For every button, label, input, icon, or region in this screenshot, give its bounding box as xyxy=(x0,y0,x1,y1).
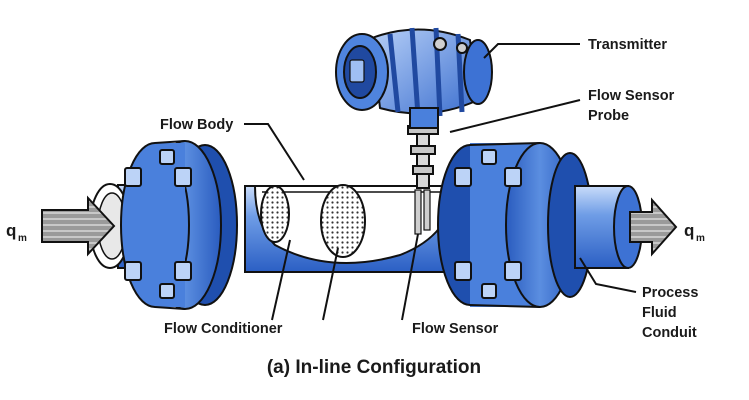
label-outlet-q-sub: m xyxy=(696,233,705,244)
leader-lines xyxy=(244,43,637,321)
label-transmitter: Transmitter xyxy=(588,37,667,53)
flow-sensor-probe xyxy=(407,125,439,189)
transmitter-head xyxy=(335,27,493,129)
label-flow-sensor-probe-line1: Flow Sensor xyxy=(588,88,675,104)
label-flow-sensor-probe-line2: Probe xyxy=(588,108,629,124)
label-flow-body: Flow Body xyxy=(160,117,233,133)
label-flow-conditioner: Flow Conditioner xyxy=(164,321,283,337)
label-process-fluid-line1: Process xyxy=(642,285,698,301)
figure-caption: (a) In-line Configuration xyxy=(267,357,481,378)
flow-conditioner-plate-2 xyxy=(320,184,366,258)
label-flow-sensor: Flow Sensor xyxy=(412,321,499,337)
flange-bolts-right xyxy=(454,149,522,299)
label-outlet-q: q xyxy=(684,221,694,240)
flange-bolts-left xyxy=(124,149,192,299)
left-flange xyxy=(120,140,238,310)
label-inlet-q: q xyxy=(6,221,16,240)
label-inlet-q-sub: m xyxy=(18,233,27,244)
flow-conditioner-plate-1 xyxy=(260,185,290,243)
label-process-fluid-line2: Fluid xyxy=(642,305,677,321)
inlet-flow-arrow xyxy=(41,195,116,257)
right-flange xyxy=(437,142,593,308)
flow-body xyxy=(244,184,471,273)
outlet-flow-arrow xyxy=(629,197,678,257)
label-process-fluid-line3: Conduit xyxy=(642,325,697,341)
